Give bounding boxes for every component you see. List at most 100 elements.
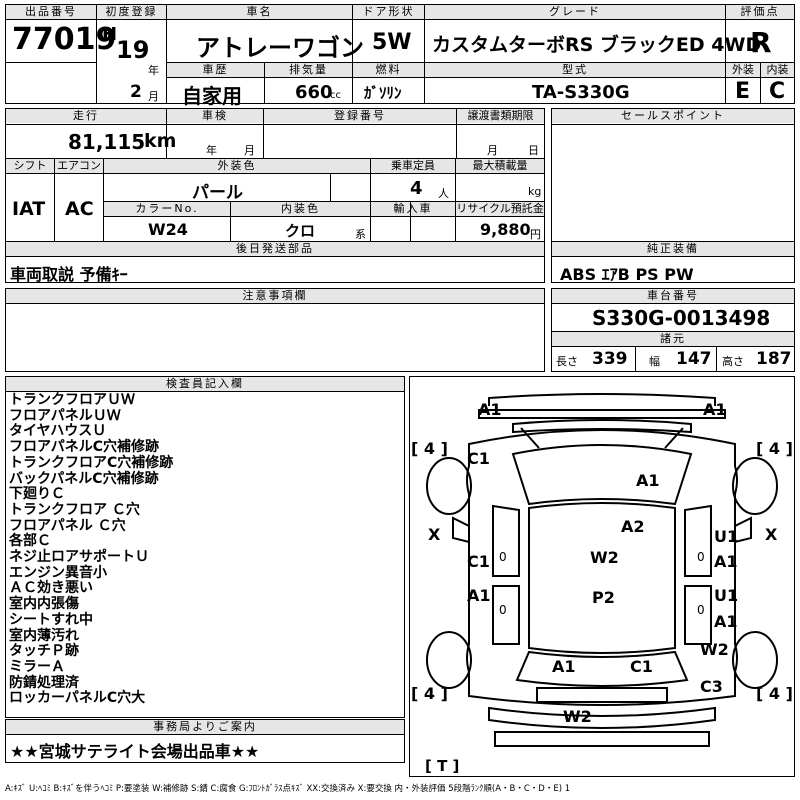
top-info-panel <box>5 4 795 104</box>
car-damage-diagram <box>426 393 778 747</box>
inspector-note-line: フロアパネルＵＷ <box>9 407 121 424</box>
inspector-note-line: ネジ止ロアサポートＵ <box>9 549 149 566</box>
car-body-outline <box>466 429 738 706</box>
inspector-note-line: トランクフロアＵＷ <box>9 392 135 408</box>
label-left-zero-2: 0 <box>499 603 507 617</box>
label-hood-c1: C1 <box>467 449 490 468</box>
inspector-label: 検査員記入欄 <box>6 377 404 391</box>
inspector-note-line: シートすれ中 <box>9 611 93 628</box>
right-rear-window <box>684 585 712 645</box>
label-left-c1: C1 <box>467 552 490 571</box>
capacity: 4 <box>410 178 423 199</box>
lot-number-label: 出品番号 <box>6 5 96 19</box>
later-parts-label: 後日発送部品 <box>6 242 544 256</box>
inspector-note-line: トランクフロアC穴補修跡 <box>9 454 174 471</box>
recycle-deposit: 9,880 <box>480 220 531 239</box>
label-tire-rear-left: [ 4 ] <box>411 684 448 703</box>
inspector-note-line: 室内薄汚れ <box>9 627 79 644</box>
inspection-year: 年 <box>206 144 217 157</box>
exterior-color-label: 外装色 <box>104 159 370 173</box>
equipment-label: 純正装備 <box>552 242 794 256</box>
notes-label: 注意事項欄 <box>6 289 544 303</box>
inspector-note-line: タッチＰ跡 <box>9 643 79 660</box>
height-label: 高さ <box>722 355 744 368</box>
displacement-unit: cc <box>330 90 341 101</box>
history: 自家用 <box>182 84 242 108</box>
width: 147 <box>676 349 712 369</box>
door-type: 5W <box>372 30 412 55</box>
inspector-note-line: 室内内張傷 <box>9 596 79 613</box>
max-load-label: 最大積載量 <box>456 159 544 173</box>
length-label: 長さ <box>556 355 578 368</box>
rear-step <box>494 731 710 747</box>
legend: A:ｷｽﾞ U:ﾍｺﾐ B:ｷｽﾞを伴うﾍｺﾐ P:要塗装 W:補修跡 S:錆 … <box>5 784 571 794</box>
later-parts: 車両取説 予備ｷｰ <box>10 265 128 284</box>
right-front-window <box>684 504 712 577</box>
label-right-zero-1: 0 <box>697 550 705 564</box>
label-right-u1-rear: U1 <box>714 586 739 605</box>
history-label: 車歴 <box>167 63 264 77</box>
registration-number-label: 登録番号 <box>264 109 456 123</box>
shift: IAT <box>12 198 46 220</box>
label-roof-w2: W2 <box>590 548 619 567</box>
right-front-wheel <box>732 457 778 515</box>
grade: カスタムターボRS ブラックED 4WD <box>432 34 762 56</box>
registration-month: 2 <box>130 82 142 102</box>
score-label: 評価点 <box>726 5 794 19</box>
car-name: アトレーワゴン <box>196 34 364 62</box>
interior-grade: C <box>769 79 786 104</box>
fuel-label: 燃料 <box>353 63 424 77</box>
rear-window <box>515 650 689 687</box>
rear-bumper <box>536 687 668 703</box>
inspector-note-line: ミラーＡ <box>9 658 65 675</box>
inspector-note-line: フロアパネルC穴補修跡 <box>9 439 159 456</box>
inspection-label: 車検 <box>167 109 263 123</box>
roof-outline <box>528 502 676 654</box>
office-message: ★★宮城サテライト会場出品車★★ <box>10 742 260 761</box>
label-p2: P2 <box>592 588 615 607</box>
label-front-left-a1: A1 <box>478 400 502 419</box>
interior-label: 内装 <box>761 63 794 77</box>
exterior-grade: E <box>735 79 751 104</box>
left-front-wheel <box>426 457 472 515</box>
left-front-window <box>492 504 520 577</box>
inspection-month: 月 <box>244 144 255 157</box>
inspector-note-line: 各部Ｃ <box>9 533 51 550</box>
front-hood-lines <box>520 427 684 449</box>
left-mirror <box>452 516 470 544</box>
inspector-note-line: フロアパネル Ｃ穴 <box>9 517 126 534</box>
score: R <box>750 26 772 59</box>
sales-point-label: セールスポイント <box>552 109 794 123</box>
front-grille <box>512 419 692 434</box>
label-a2: A2 <box>621 517 645 536</box>
label-left-a1-rear: A1 <box>467 586 491 605</box>
inspector-note-line: タイヤハウスＵ <box>9 423 107 440</box>
left-rear-wheel <box>426 631 472 689</box>
inspector-note-line: 下廻りＣ <box>9 486 65 503</box>
width-label: 幅 <box>649 355 660 368</box>
label-bottom-w2: W2 <box>563 707 592 726</box>
label-right-a1-rear: A1 <box>714 612 738 631</box>
label-right-a1-front: A1 <box>714 552 738 571</box>
import-label: 輸入車 <box>371 202 455 216</box>
lot-number: 77019 <box>12 22 117 57</box>
inspector-note-line: ＡＣ効き悪い <box>9 580 93 597</box>
interior-color-unit: 系 <box>355 228 366 241</box>
recycle-deposit-label: リサイクル預託金 <box>456 202 544 216</box>
equipment: ABS ｴｱB PS PW <box>560 265 694 284</box>
label-right-zero-2: 0 <box>697 603 705 617</box>
interior-color: クロ <box>285 222 316 240</box>
inspector-note-line: トランクフロア Ｃ穴 <box>9 501 140 518</box>
inspector-note-line: バックパネルC穴補修跡 <box>9 470 159 487</box>
office-label: 事務局よりご案内 <box>6 720 404 734</box>
color-number-label: カラーNo. <box>104 202 230 216</box>
label-rear-a1: A1 <box>552 657 576 676</box>
shift-label: シフト <box>6 159 54 173</box>
label-front-right-a1: A1 <box>703 400 727 419</box>
chassis-label: 車台番号 <box>552 289 794 303</box>
label-left-zero-1: 0 <box>499 550 507 564</box>
fuel: ｶﾞｿﾘﾝ <box>364 84 402 102</box>
load-unit: kg <box>528 185 542 198</box>
front-bumper-outline <box>488 393 716 406</box>
